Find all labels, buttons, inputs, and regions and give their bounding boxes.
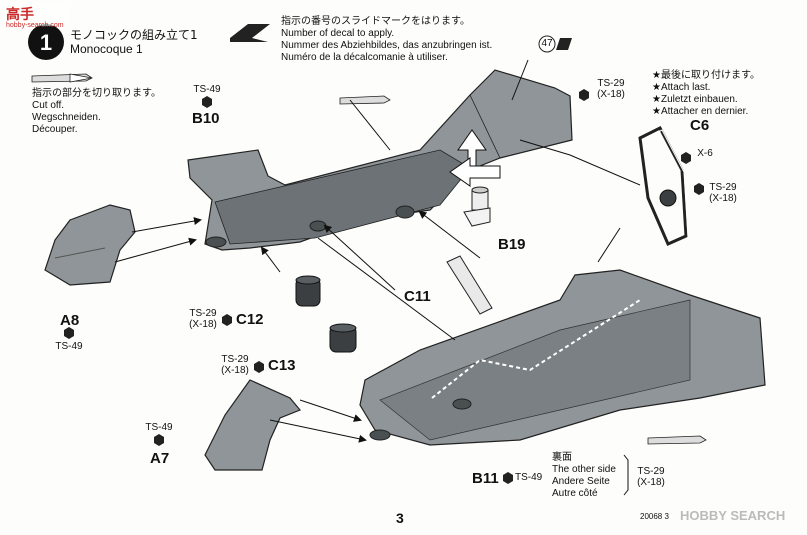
footer-watermark: HOBBY SEARCH (680, 508, 786, 523)
decal-number: 47 (541, 38, 553, 49)
other-side-en: The other side (552, 464, 616, 475)
lower-monocoque-part (359, 269, 766, 446)
insert-arrow (449, 157, 501, 187)
step-badge (28, 24, 64, 60)
part-c12 (295, 275, 321, 307)
other-side-note: 裏面 The other side Andere Seite Autre côt… (552, 452, 616, 500)
paint-x18-top: (X-18) (597, 89, 625, 100)
other-side-fr: Autre côté (552, 488, 598, 499)
paint-ts49-b10: TS-49 (193, 84, 221, 95)
other-side-de: Andere Seite (552, 476, 610, 487)
paint-ts49-a7: TS-49 (145, 422, 173, 433)
paint-ts29-c12: TS-29 (189, 308, 217, 319)
paint-ts29-bottom: TS-29 (637, 466, 665, 477)
paint-x18-c6: (X-18) (709, 193, 737, 204)
decal-note-de: Nummer des Abziehbildes, das anzubringen… (281, 40, 493, 51)
attach-note-en: ★Attach last. (652, 82, 711, 93)
side-panel-a8 (44, 204, 136, 286)
decal-number-marker (538, 35, 572, 53)
paint-marker-icon (64, 89, 704, 484)
part-label-c13: C13 (268, 357, 296, 374)
paint-x6: X-6 (697, 148, 713, 159)
assembly-arrows (114, 59, 641, 443)
side-panel-a7 (204, 379, 301, 471)
watermark-badge (2, 2, 70, 26)
part-label-a8: A8 (60, 312, 80, 329)
part-label-b10: B10 (192, 110, 220, 127)
side-bracket (623, 454, 629, 496)
paint-ts29-c13: TS-29 (221, 354, 249, 365)
part-c11 (446, 255, 493, 315)
cut-note-en: Cut off. (32, 100, 65, 111)
step-title-jp: モノコックの組み立て1 (70, 28, 198, 42)
decal-note-fr: Numéro de la décalcomanie à utiliser. (281, 52, 448, 63)
part-label-b19: B19 (498, 236, 526, 253)
decal-note-en: Number of decal to apply. (281, 28, 395, 39)
paint-x18-bottom: (X-18) (637, 477, 665, 488)
paint-ts29-top: TS-29 (597, 78, 625, 89)
cut-note-fr: Découper. (32, 124, 78, 135)
cut-note: 指示の部分を切り取ります。 Cut off. Wegschneiden. Déc… (32, 88, 161, 136)
attach-note-de: ★Zuletzt einbauen. (652, 94, 738, 105)
part-c13 (329, 323, 357, 353)
paint-x18-c13: (X-18) (221, 365, 249, 376)
attach-note-jp: ★最後に取り付けます。 (652, 70, 760, 81)
attach-note-fr: ★Attacher en dernier. (652, 106, 749, 117)
other-side-jp: 裏面 (552, 452, 572, 463)
part-label-c12: C12 (236, 311, 264, 328)
footer-code: 20068 3 (640, 512, 669, 521)
paint-ts29-c6: TS-29 (709, 182, 737, 193)
watermark-top: 高手 (6, 6, 34, 22)
decal-note: 指示の番号のスライドマークをはります。 Number of decal to a… (281, 16, 492, 64)
paint-ts49-a8: TS-49 (55, 341, 83, 352)
part-b19 (463, 186, 491, 227)
part-label-c6: C6 (690, 117, 710, 134)
part-label-a7: A7 (150, 450, 170, 467)
step-number: 1 (40, 30, 52, 55)
decal-slide-icon (230, 24, 270, 42)
cut-note-jp: 指示の部分を切り取ります。 (32, 88, 161, 99)
step-title-en: Monocoque 1 (70, 42, 143, 56)
part-c6-frame (638, 126, 689, 246)
cut-note-de: Wegschneiden. (32, 112, 101, 123)
upper-monocoque-part (187, 69, 573, 251)
part-label-c11: C11 (404, 288, 431, 305)
paint-x18-c12: (X-18) (189, 319, 217, 330)
paint-ts49-b11: TS-49 (515, 472, 543, 483)
cutter-knife-icon (647, 435, 707, 445)
page-number: 3 (396, 510, 404, 526)
decal-note-jp: 指示の番号のスライドマークをはります。 (281, 16, 470, 27)
part-label-b11: B11 (472, 470, 499, 487)
cutter-knife-icon (339, 95, 391, 105)
attach-note: ★最後に取り付けます。 ★Attach last. ★Zuletzt einba… (652, 70, 760, 118)
cutter-knife-icon (31, 73, 93, 83)
watermark-url: hobby-search.com (6, 22, 64, 29)
